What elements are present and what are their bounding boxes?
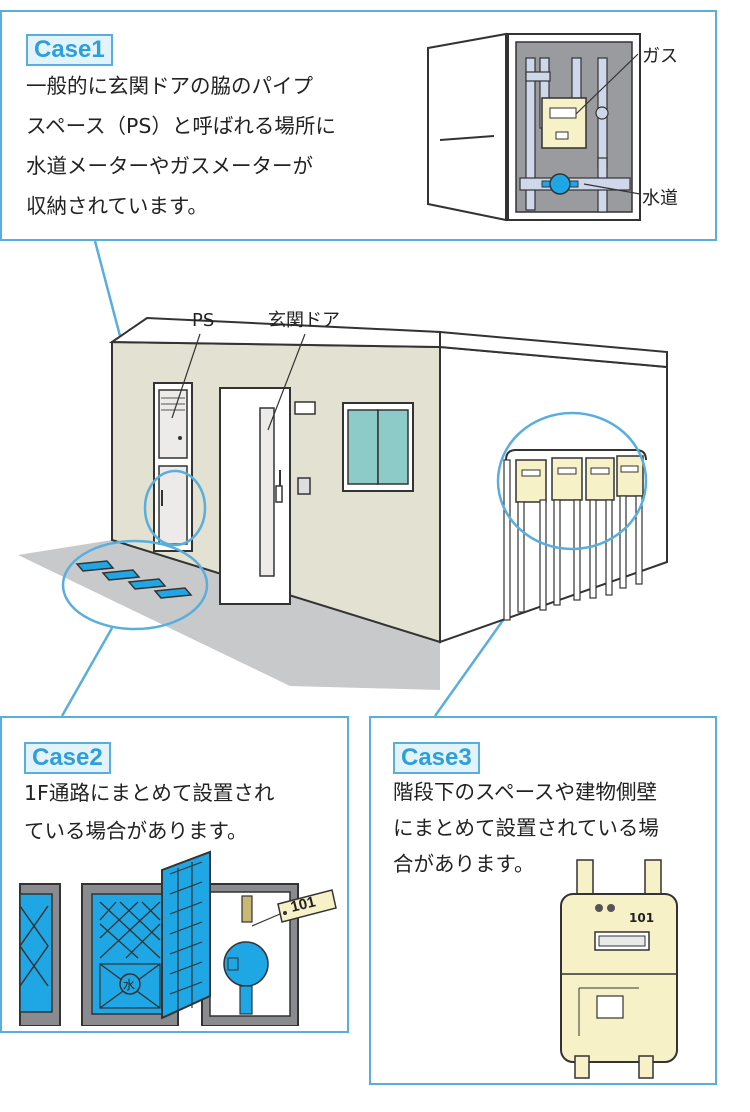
meter-number-label: 101: [629, 911, 654, 925]
meter-tag-number: 101: [289, 893, 317, 916]
ps-highlight: [143, 469, 207, 547]
side-wall-gas-meters: [503, 449, 647, 621]
ps-cabinet-detail: [427, 32, 641, 222]
case3-box: Case3 階段下のスペースや建物側壁 にまとめて設置されている場 合があります…: [369, 716, 717, 1085]
floor-highlight: [61, 539, 209, 631]
water-callout: 水道: [642, 188, 678, 209]
roof-side: [439, 330, 668, 369]
case2-text: 1F通路にまとめて設置され ている場合があります。: [24, 781, 275, 843]
case3-text: 階段下のスペースや建物側壁 にまとめて設置されている場 合があります。: [393, 780, 659, 876]
ps-label: PS: [192, 310, 214, 331]
case1-text: 一般的に玄関ドアの脇のパイプ スペース（PS）と呼ばれる場所に 水道メーターやガ…: [26, 74, 336, 218]
connector-case2: [60, 627, 114, 717]
floor-meter-covers: [75, 560, 193, 599]
door-label: 玄関ドア: [268, 310, 340, 331]
case3-label: Case3: [393, 742, 480, 774]
case2-box: Case2 1F通路にまとめて設置され ている場合があります。 水 101: [0, 716, 349, 1033]
case1-box: Case1 一般的に玄関ドアの脇のパイプ スペース（PS）と呼ばれる場所に 水道…: [0, 10, 717, 241]
cover-mark: 水: [123, 978, 135, 992]
floor-meter-box-illustration: 水 101: [19, 850, 337, 1026]
gas-callout: ガス: [642, 46, 678, 67]
side-wall-highlight: [496, 411, 648, 551]
gas-meter-illustration: 101: [560, 859, 678, 1079]
case1-label: Case1: [26, 34, 113, 66]
case2-label: Case2: [24, 742, 111, 774]
